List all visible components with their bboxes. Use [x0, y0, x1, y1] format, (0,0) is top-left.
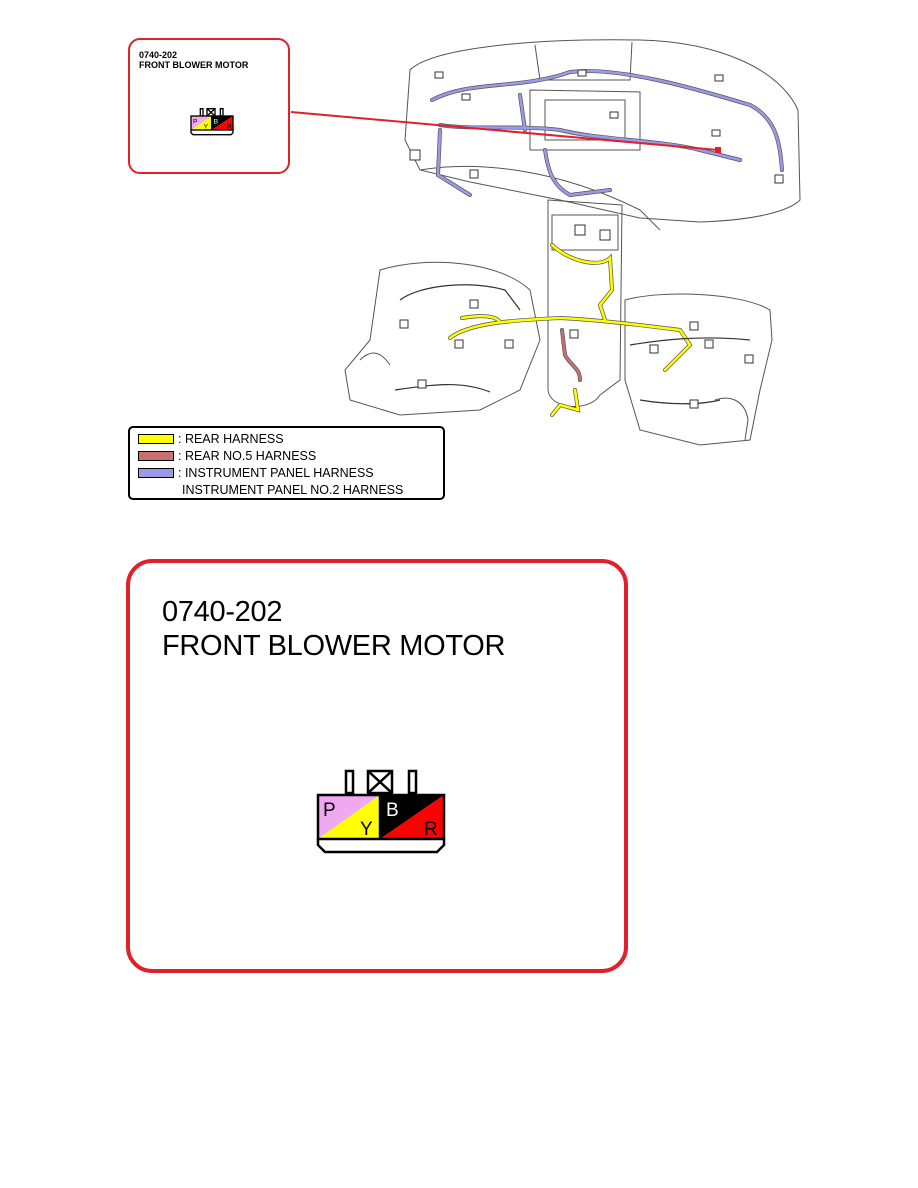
- pin-b-label: B: [386, 800, 399, 821]
- right-seat-outline: [624, 293, 773, 446]
- connector-face-icon: P Y B R: [316, 769, 446, 854]
- connector-code: 0740-202: [162, 596, 283, 628]
- legend-label: : REAR HARNESS: [178, 432, 284, 446]
- pin-p-label: P: [323, 800, 336, 821]
- small-pin-r-label: R: [227, 124, 232, 131]
- pin-y-fill: [318, 795, 380, 839]
- legend-item-instrument-panel-harness: : INSTRUMENT PANEL HARNESS: [138, 466, 374, 480]
- keyway-x-icon: [367, 770, 393, 794]
- vehicle-wiring-diagram: [290, 39, 801, 446]
- connector-name: FRONT BLOWER MOTOR: [162, 630, 506, 662]
- legend-swatch-blue: [138, 468, 174, 478]
- legend-item-rear-harness: : REAR HARNESS: [138, 432, 284, 446]
- legend-swatch-red: [138, 451, 174, 461]
- left-seat-outline: [344, 261, 541, 416]
- pointer-line: [290, 111, 719, 151]
- pin-r-label: R: [424, 819, 438, 840]
- legend-label: : REAR NO.5 HARNESS: [178, 449, 317, 463]
- small-connector-face-icon: P Y B R: [190, 108, 234, 136]
- small-connector-name: FRONT BLOWER MOTOR: [139, 60, 249, 70]
- legend-label: : INSTRUMENT PANEL HARNESS: [178, 466, 374, 480]
- dashboard-outline: [404, 39, 801, 223]
- harness-legend: : REAR HARNESS : REAR NO.5 HARNESS : INS…: [128, 426, 445, 500]
- connector-location-marker: [715, 147, 721, 153]
- small-pin-p-label: P: [193, 118, 198, 125]
- connector-detail-callout: 0740-202 FRONT BLOWER MOTOR P Y B R: [126, 559, 628, 973]
- small-connector-code: 0740-202: [139, 50, 178, 60]
- pin-y-label: Y: [360, 819, 373, 840]
- small-connector-callout: 0740-202 FRONT BLOWER MOTOR P Y B R: [128, 38, 290, 174]
- pin-r-fill: [380, 795, 444, 839]
- legend-swatch-yellow: [138, 434, 174, 444]
- small-pin-b-label: B: [214, 118, 219, 125]
- legend-label-instrument-panel-no2: INSTRUMENT PANEL NO.2 HARNESS: [182, 483, 404, 497]
- small-pin-y-label: Y: [204, 124, 209, 131]
- legend-item-rear-no5-harness: : REAR NO.5 HARNESS: [138, 449, 316, 463]
